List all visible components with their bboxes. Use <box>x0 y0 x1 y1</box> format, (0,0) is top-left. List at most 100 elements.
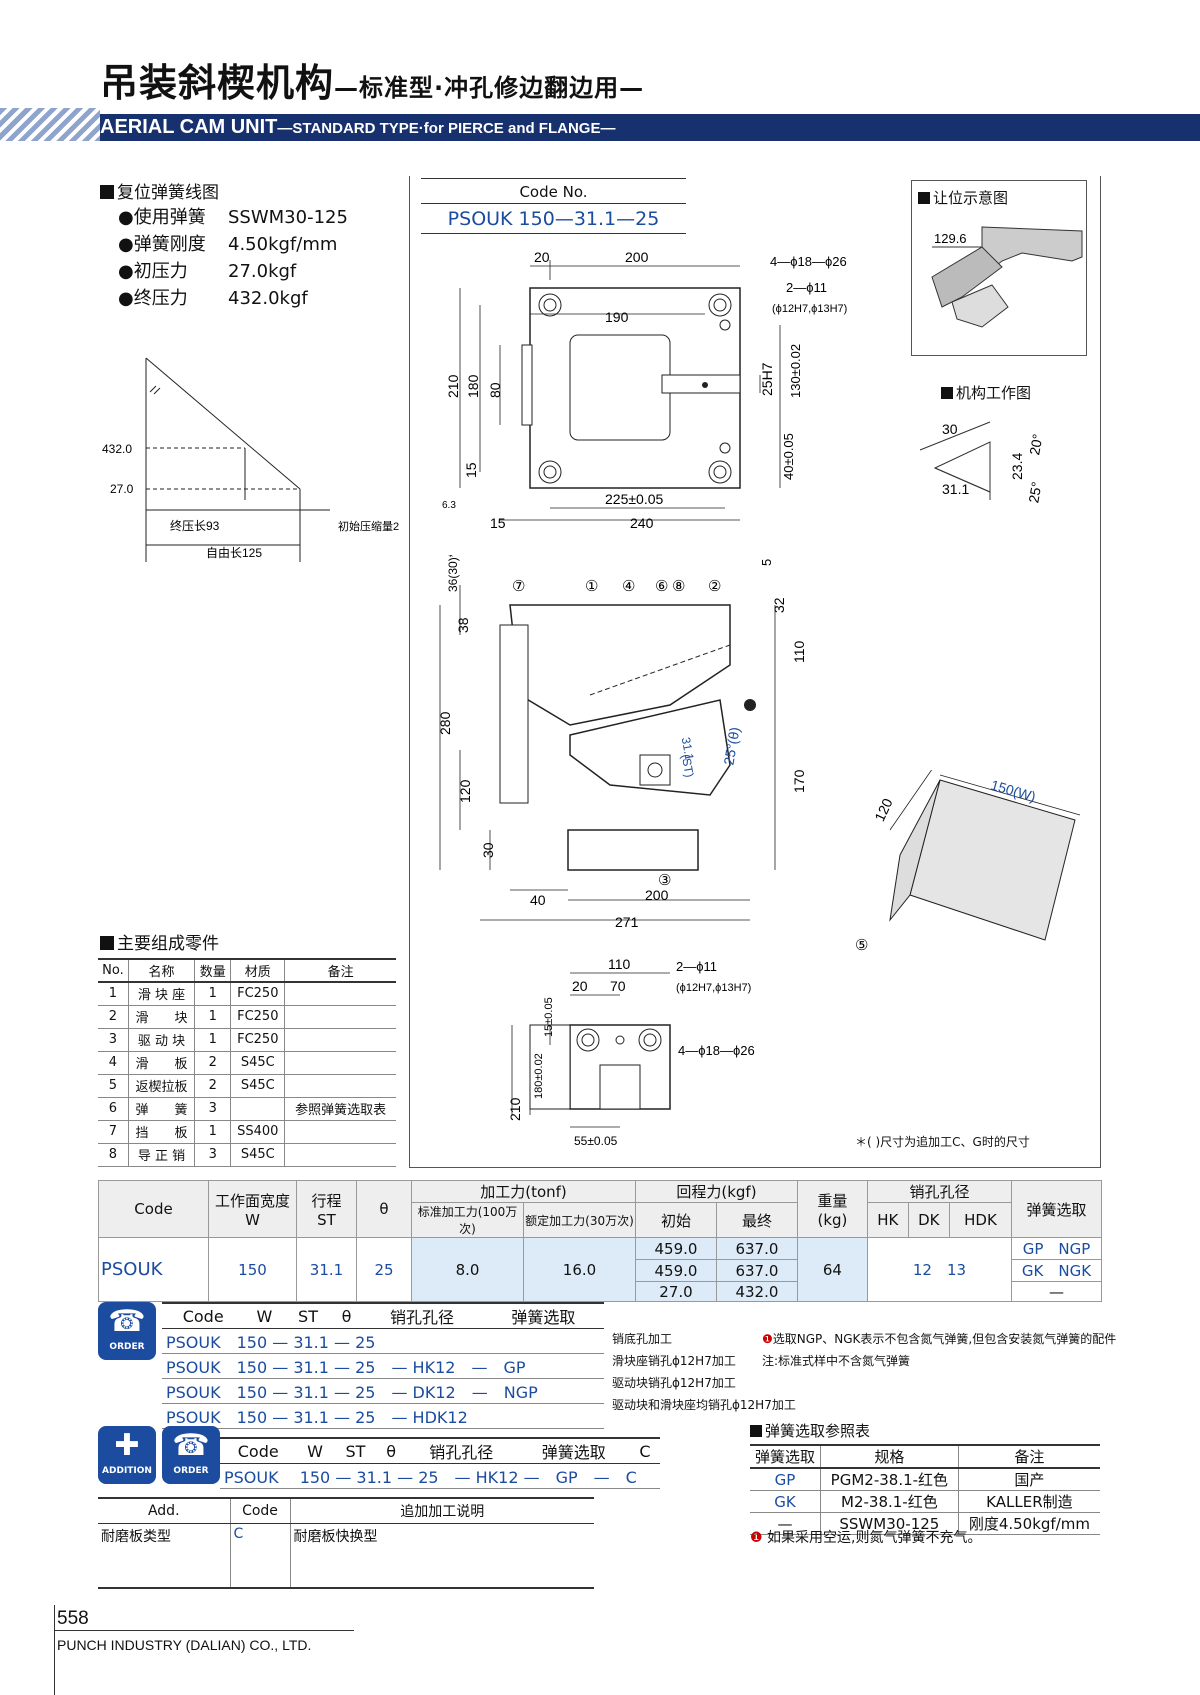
top-d20: 20 <box>534 250 550 265</box>
balloon-8: ⑧ <box>672 578 685 595</box>
bottom-d70: 70 <box>610 978 626 994</box>
spring-ref-heading: 弹簧选取参照表 <box>750 1420 870 1441</box>
order-row: PSOUK 150 — 31.1 — 25 — HDK12 <box>162 1403 604 1429</box>
chart-init-comp: 初始压缩量2 <box>338 519 399 533</box>
balloon-2: ② <box>708 578 721 595</box>
clearance-dim: 129.6 <box>934 231 967 246</box>
code-no-box: Code No. PSOUK 150—31.1—25 <box>421 178 686 234</box>
bottom-view-drawing: 110 20 70 2—ϕ11 (ϕ12H7,ϕ13H7) 4—ϕ18—ϕ26 … <box>507 956 755 1148</box>
spring-chart: 432.0 27.0 终压长93 初始压缩量2 自由长125 <box>102 357 399 562</box>
side-d40: 40 <box>530 892 546 908</box>
title-banner <box>0 114 1200 141</box>
work-a1: 20° <box>1026 433 1045 457</box>
clearance-heading: 让位示意图 <box>933 189 1009 207</box>
bottom-d20: 20 <box>572 978 588 994</box>
top-d210: 210 <box>445 374 461 398</box>
balloon-3: ③ <box>658 872 671 889</box>
bottom-h1: 2—ϕ11 <box>676 959 717 974</box>
title-main: 吊装斜楔机构 <box>100 61 335 105</box>
order-notes: 销底孔加工滑块座销孔ϕ12H7加工驱动块销孔ϕ12H7加工驱动块和滑块座均销孔ϕ… <box>612 1332 796 1412</box>
spring-heading-text: 复位弹簧线图 <box>117 183 219 203</box>
side-d36: 36(30)* <box>446 555 460 592</box>
page-number: 558 <box>57 1608 89 1629</box>
side-angle: 25°(θ) <box>720 726 742 766</box>
work-a2: 25° <box>1025 481 1044 505</box>
order-badge-2: ☎ORDER <box>162 1426 220 1484</box>
top-roughness: 6.3 <box>442 500 456 511</box>
bottom-h2: 4—ϕ18—ϕ26 <box>678 1043 755 1058</box>
top-d225: 225±0.05 <box>605 491 664 507</box>
top-d80: 80 <box>487 382 503 398</box>
chart-final-len: 终压长93 <box>170 518 220 533</box>
banner-stripes <box>0 108 100 141</box>
warning-icon: ❶ <box>750 1530 763 1546</box>
addition-badge: ✚ADDITION <box>98 1426 156 1484</box>
balloon-1: ① <box>585 578 598 595</box>
footer-line <box>54 1605 55 1695</box>
side-d38: 38 <box>455 617 471 633</box>
add-order-row: PSOUK 150 — 31.1 — 25 — HK12 — GP — C <box>220 1463 660 1489</box>
side-d120: 120 <box>457 779 473 803</box>
top-d190: 190 <box>605 309 629 325</box>
drawing-frame <box>409 176 1101 1168</box>
phone-icon: ☎ <box>108 1304 146 1339</box>
bottom-d15: 15±0.05 <box>543 997 555 1037</box>
top-d240: 240 <box>630 515 654 531</box>
order-remarks: ❶选取NGP、NGK表示不包含氮气弹簧,但包含安装氮气弹簧的配件 注:标准式样中… <box>762 1332 1117 1368</box>
top-d200: 200 <box>625 250 649 265</box>
side-d5: 5 <box>759 559 774 566</box>
spring-ref-heading-text: 弹簧选取参照表 <box>765 1422 871 1440</box>
side-d200: 200 <box>645 887 669 903</box>
work-d2: 31.1 <box>942 481 969 497</box>
plus-icon: ✚ <box>114 1428 140 1463</box>
warning-icon: ❶ <box>762 1332 773 1346</box>
bottom-h1b: (ϕ12H7,ϕ13H7) <box>676 982 751 994</box>
clearance-sketch: 129.6 <box>931 226 1083 328</box>
work-d3: 23.4 <box>1009 453 1025 480</box>
banner-main: AERIAL CAM UNIT <box>100 116 278 138</box>
side-st-label: (ST) <box>679 753 697 778</box>
company-name: PUNCH INDUSTRY (DALIAN) CO., LTD. <box>57 1637 312 1653</box>
top-holes2: 2—ϕ11 <box>786 280 827 295</box>
parts-heading: 主要组成零件 <box>100 929 219 954</box>
chart-free-len: 自由长125 <box>206 546 262 560</box>
clearance-inset: 让位示意图 129.6 <box>911 180 1087 356</box>
work-d1: 30 <box>942 421 958 437</box>
work-diagram: 30 31.1 23.4 20° 25° <box>919 421 1046 505</box>
banner-sub: —STANDARD TYPE·for PIERCE and FLANGE— <box>277 120 616 137</box>
top-view-drawing: 20 200 4—ϕ18—ϕ26 2—ϕ11 (ϕ12H7,ϕ13H7) 190… <box>442 250 847 531</box>
side-d30: 30 <box>480 842 496 858</box>
balloon-6: ⑥ <box>655 578 668 595</box>
iso-d120: 120 <box>871 796 895 824</box>
balloon-4: ④ <box>622 578 635 595</box>
top-d25: 25H7 <box>759 362 775 396</box>
side-d110: 110 <box>791 640 807 663</box>
side-d280: 280 <box>437 711 453 735</box>
chart-y-hi: 432.0 <box>102 442 132 456</box>
footer-rule <box>54 1630 354 1631</box>
top-d15b: 15 <box>490 515 506 531</box>
parts-header: No.名称数量材质备注 <box>98 958 396 983</box>
page-title: 吊装斜楔机构—标准型·冲孔修边翻边用— <box>100 52 644 107</box>
work-heading: 机构工作图 <box>941 382 1031 403</box>
bottom-d210: 210 <box>507 1097 523 1121</box>
side-d170: 170 <box>791 769 807 793</box>
side-st: 31.1 <box>679 736 697 762</box>
